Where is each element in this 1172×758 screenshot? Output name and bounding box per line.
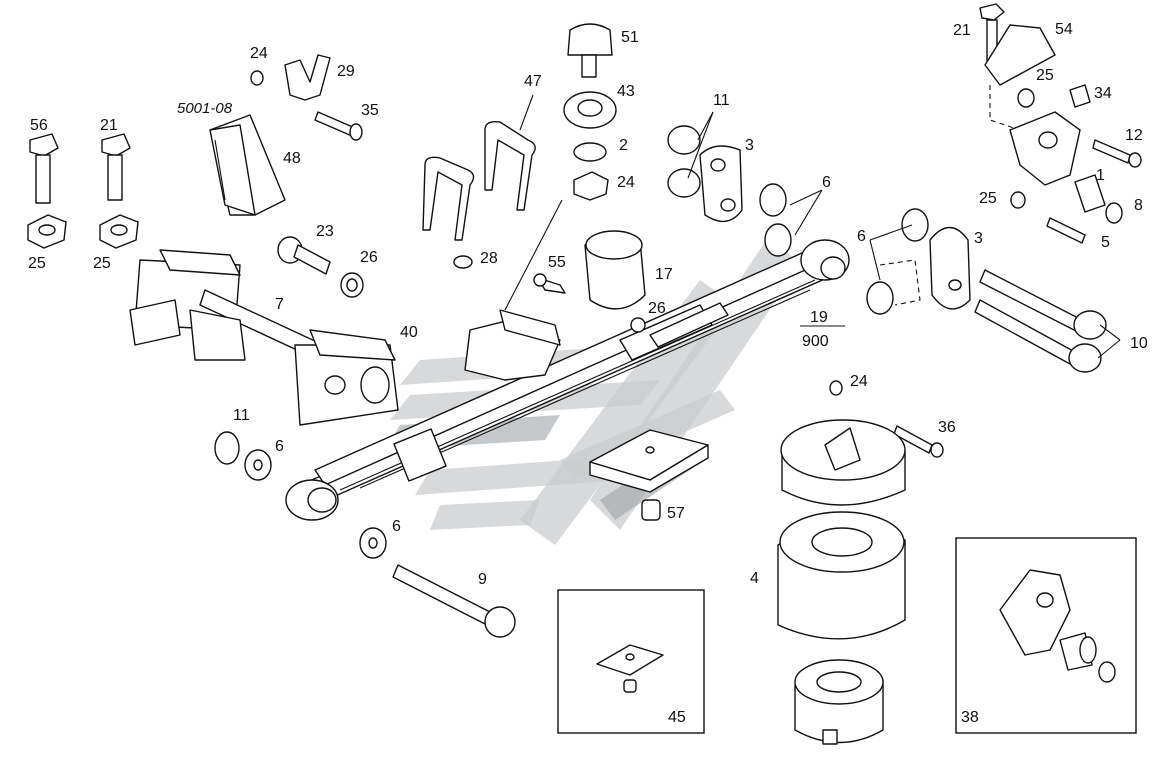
label-43: 43 xyxy=(617,83,635,100)
axle-beam xyxy=(129,249,399,426)
label-3: 3 xyxy=(745,137,754,154)
label-19: 19 xyxy=(810,309,828,326)
label-38: 38 xyxy=(961,709,979,726)
label-25: 25 xyxy=(1036,67,1054,84)
label-35: 35 xyxy=(361,102,379,119)
leaf-spring xyxy=(285,239,850,521)
bump-stop-17 xyxy=(584,230,646,333)
label-29: 29 xyxy=(337,63,355,80)
label-9: 9 xyxy=(478,571,487,588)
label-36: 36 xyxy=(938,419,956,436)
bracket-48 xyxy=(209,114,286,216)
part-labels: 56 21 25 25 5001-08 24 29 35 48 23 26 7 … xyxy=(28,21,1148,726)
label-17: 17 xyxy=(655,266,673,283)
pins-10 xyxy=(974,269,1107,373)
label-900: 900 xyxy=(802,333,829,350)
label-11: 11 xyxy=(233,407,250,424)
bolt-36 xyxy=(829,380,944,458)
label-24: 24 xyxy=(250,45,268,62)
label-5: 5 xyxy=(1101,234,1110,251)
label-10: 10 xyxy=(1130,335,1148,352)
bump-stop-51 xyxy=(563,23,617,201)
bolt-23 xyxy=(277,236,364,298)
label-47: 47 xyxy=(524,73,542,90)
label-23: 23 xyxy=(316,223,334,240)
label-51: 51 xyxy=(621,29,639,46)
label-4: 4 xyxy=(750,570,759,587)
label-8: 8 xyxy=(1134,197,1143,214)
label-6: 6 xyxy=(857,228,866,245)
label-55: 55 xyxy=(548,254,566,271)
label-56: 56 xyxy=(30,117,48,134)
label-6: 6 xyxy=(822,174,831,191)
detail-frame-38 xyxy=(955,537,1137,734)
leader-lines xyxy=(504,94,1121,359)
label-6: 6 xyxy=(275,438,284,455)
label-45: 45 xyxy=(668,709,686,726)
spring-bracket-55 xyxy=(464,273,566,381)
label-24: 24 xyxy=(850,373,868,390)
u-bolts-47 xyxy=(422,120,536,269)
label-54: 54 xyxy=(1055,21,1073,38)
detail-frame-45 xyxy=(557,589,705,734)
label-3: 3 xyxy=(974,230,983,247)
label-34: 34 xyxy=(1094,85,1112,102)
label-12: 12 xyxy=(1125,127,1143,144)
label-57: 57 xyxy=(667,505,685,522)
plate-57 xyxy=(589,429,709,521)
label-1: 1 xyxy=(1096,167,1105,184)
rubber-mount-4 xyxy=(777,419,906,745)
label-2: 2 xyxy=(619,137,628,154)
label-28: 28 xyxy=(480,250,498,267)
clip-29 xyxy=(250,54,363,141)
label-25: 25 xyxy=(93,255,111,272)
bracket-54 xyxy=(979,3,1142,244)
label-25: 25 xyxy=(979,190,997,207)
label-25: 25 xyxy=(28,255,46,272)
label-11: 11 xyxy=(713,92,730,109)
label-48: 48 xyxy=(283,150,301,167)
shackle-link-3 xyxy=(667,125,929,315)
label-6: 6 xyxy=(392,518,401,535)
label-26: 26 xyxy=(648,300,666,317)
label-7: 7 xyxy=(275,296,284,313)
label-24: 24 xyxy=(617,174,635,191)
label-21: 21 xyxy=(953,22,971,39)
label-26: 26 xyxy=(360,249,378,266)
washers-left xyxy=(214,431,387,559)
reference-code: 5001-08 xyxy=(177,100,233,117)
bolt-9 xyxy=(392,564,516,638)
label-21: 21 xyxy=(100,117,118,134)
bolt-56 xyxy=(27,133,67,249)
label-40: 40 xyxy=(400,324,418,341)
shackle-link-3b xyxy=(879,226,971,310)
bolt-21 xyxy=(99,133,139,249)
